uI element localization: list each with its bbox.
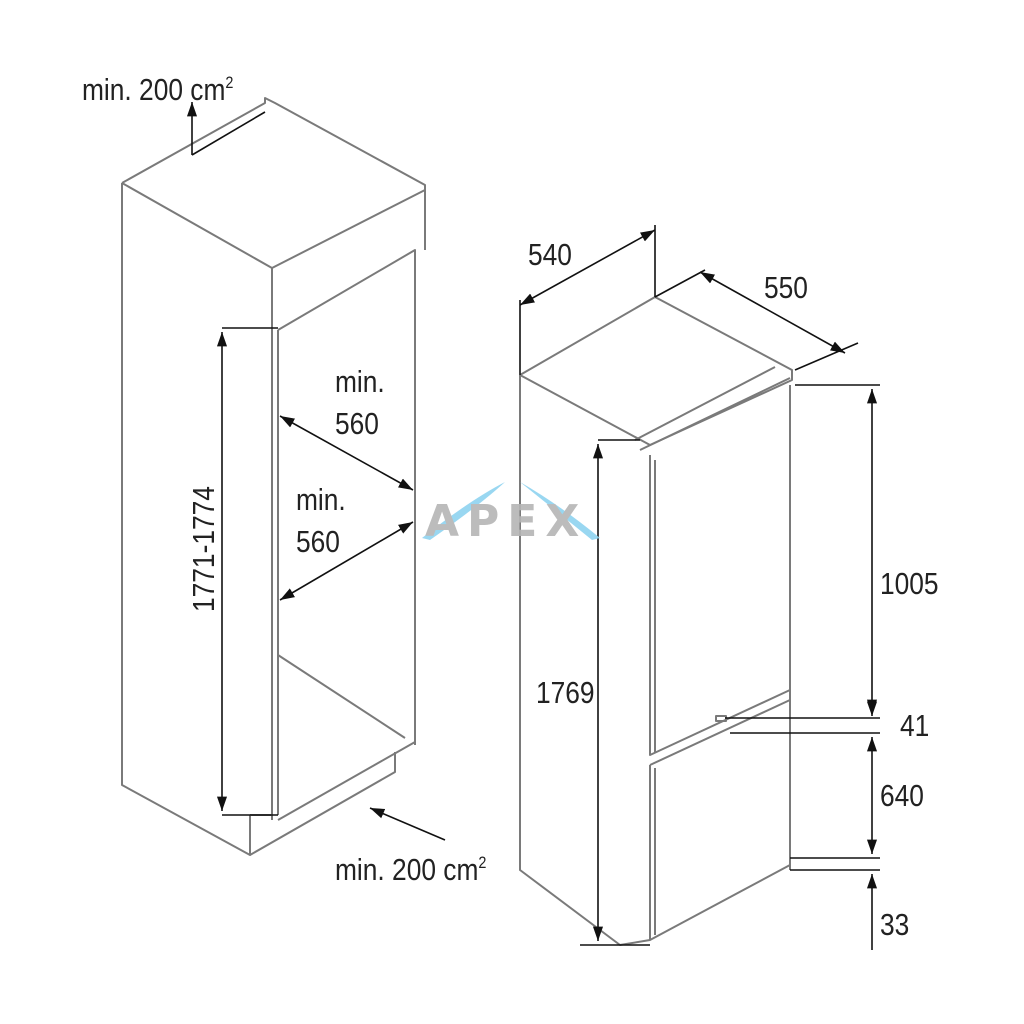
- gap-label: 41: [900, 709, 929, 743]
- cabinet-niche-drawing: [121, 97, 426, 856]
- width-label: 550: [764, 271, 808, 305]
- top-ventilation-label: min. 200 cm2: [82, 73, 233, 107]
- watermark-text: APEX: [425, 496, 587, 547]
- plinth-label: 33: [880, 908, 909, 942]
- niche-depth-label-1: min.: [296, 483, 346, 517]
- bottom-ventilation-label: min. 200 cm2: [335, 853, 486, 887]
- niche-width-label-1: min.: [335, 365, 385, 399]
- niche-height-label: 1771-1774: [187, 486, 221, 612]
- upper-door-label: 1005: [880, 567, 939, 601]
- height-label: 1769: [536, 676, 595, 710]
- depth-label: 540: [528, 238, 572, 272]
- niche-width-label-2: 560: [335, 407, 379, 441]
- niche-depth-label-2: 560: [296, 525, 340, 559]
- appliance-drawing: [519, 296, 793, 946]
- appliance-dimensions: [519, 225, 880, 950]
- lower-door-label: 640: [880, 779, 924, 813]
- watermark-logo: APEX: [422, 482, 600, 547]
- cabinet-dimensions: [186, 102, 446, 841]
